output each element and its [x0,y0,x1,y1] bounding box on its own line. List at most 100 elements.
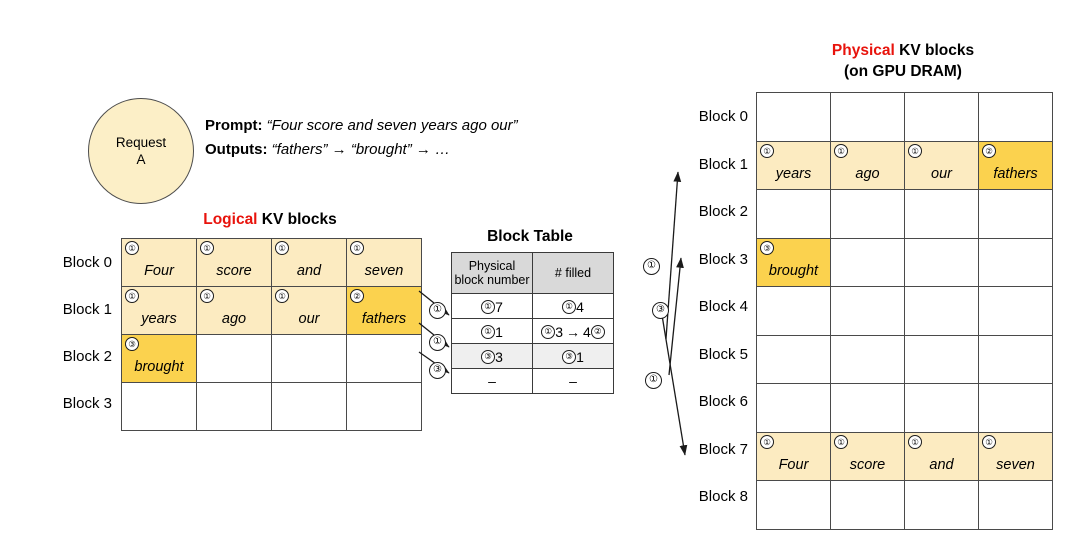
physical-cell [904,189,979,239]
physical-title-line1: Physical KV blocks [740,40,1066,61]
logical-cell: ① ago [196,286,272,335]
token-text: score [849,457,886,473]
physical-row-label: Block 4 [698,298,748,315]
step-marker: ② [350,289,364,303]
token-text: years [775,166,812,182]
block-table-value: 3 [495,349,503,365]
physical-row-label: Block 1 [698,155,748,173]
physical-cell [830,237,905,287]
arrow-step-badge: ③ [652,302,669,319]
block-table-value: 1 [495,324,503,340]
request-badge: Request A [88,98,194,204]
logical-cell [346,334,422,383]
physical-row-label: Block 2 [698,203,748,220]
arrow-step-badge: ① [643,258,660,275]
token-text: score [216,263,252,279]
step-marker: ② [982,143,996,158]
physical-cell: ① ago [830,140,905,190]
physical-cell [830,286,905,336]
step-marker: ① [908,143,922,158]
physical-subtitle: (on GPU DRAM) [844,63,962,80]
step-marker: ① [982,434,996,449]
physical-cell [756,334,831,384]
block-table-value: 7 [495,299,503,315]
physical-cell [756,383,831,433]
block-table-title: Block Table [487,228,573,245]
outputs-line: Outputs: “fathers” → “brought” → … [205,138,518,162]
outputs-value: “fathers” → “brought” → … [271,141,451,158]
token-text: ago [221,311,247,327]
physical-row [756,189,1053,239]
step-marker: ① [200,289,214,303]
physical-cell [978,480,1053,530]
physical-cell [978,334,1053,384]
physical-cell [978,189,1053,239]
logical-cell [346,382,422,431]
block-table-value: – [488,373,496,389]
block-table-value: 1 [576,349,584,365]
logical-cell [196,382,272,431]
step-marker: ① [541,325,556,339]
physical-title-highlight: Physical [831,42,895,59]
physical-cell [756,92,831,142]
physical-cell [756,189,831,239]
step-marker: ③ [125,337,139,351]
token-text: seven [996,457,1035,473]
logical-cell [271,382,347,431]
step-marker: ① [481,300,496,314]
physical-cell [904,92,979,142]
step-marker: ① [908,434,922,449]
request-id: A [136,152,146,167]
step-marker: ① [275,241,289,255]
prompt-value: “Four score and seven years ago our” [266,117,518,134]
arrow-step-badge: ① [429,302,446,319]
arrow-step-badge: ① [429,334,446,351]
arrow-step-badge: ③ [429,362,446,379]
prompt-line: Prompt: “Four score and seven years ago … [205,114,518,138]
request-label: Request [115,135,167,150]
block-table-header-row: Physical block number# filled [451,252,614,294]
token-text: years [141,311,177,327]
step-marker: ③ [481,350,496,364]
step-marker: ① [275,289,289,303]
outputs-label: Outputs: [205,141,268,158]
logical-row [121,382,422,431]
token-text: fathers [361,311,407,327]
physical-cell [830,92,905,142]
step-marker: ① [760,434,774,449]
block-table-header-cell: Physical block number [451,252,533,294]
physical-row-label: Block 8 [698,488,748,505]
step-marker: ① [834,143,848,158]
step-marker: ① [350,241,364,255]
transition-arrow: → [566,324,580,340]
step-marker: ① [834,434,848,449]
block-table-row: –– [451,368,614,394]
token-text: ago [855,166,880,182]
physical-cell [756,480,831,530]
physical-cell [978,92,1053,142]
physical-row-label: Block 3 [698,250,748,268]
physical-row [756,383,1053,433]
physical-row [756,92,1053,142]
